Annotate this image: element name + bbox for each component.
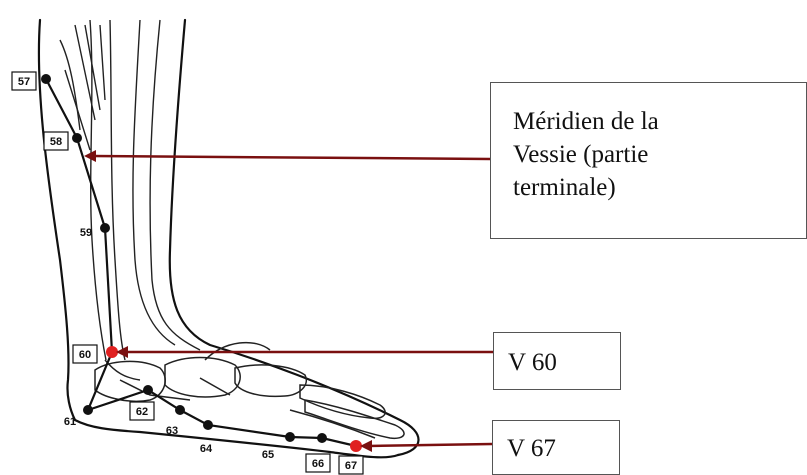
label-62: 62 (136, 406, 148, 418)
callout-bladder-meridian: Méridien de la Vessie (partie terminale) (490, 82, 807, 239)
point-65-dot (285, 432, 295, 442)
callout-v60: V 60 (493, 332, 621, 390)
point-63-dot (175, 405, 185, 415)
label-60: 60 (79, 349, 91, 361)
callout-v67: V 67 (492, 420, 620, 475)
callout-bladder-line-3: terminale) (513, 171, 786, 204)
arrowhead-bladder (84, 150, 96, 162)
acupoints (41, 74, 362, 452)
callout-bladder-line-1: Méridien de la (513, 105, 786, 138)
arrow-v67 (368, 444, 492, 446)
label-66: 66 (312, 458, 324, 470)
arrow-bladder-meridian (92, 156, 490, 159)
tendon-lines (60, 20, 200, 380)
label-59: 59 (80, 227, 92, 239)
point-66-dot (317, 433, 327, 443)
label-58: 58 (50, 136, 62, 148)
label-63: 63 (166, 425, 178, 437)
label-61: 61 (64, 416, 76, 428)
label-64: 64 (200, 443, 213, 455)
point-61-dot (83, 405, 93, 415)
meridian-path (46, 79, 356, 446)
label-67: 67 (345, 460, 357, 472)
point-62-dot (143, 385, 153, 395)
point-59-dot (100, 223, 110, 233)
callout-bladder-line-2: Vessie (partie (513, 138, 786, 171)
arrowhead-v67 (360, 440, 372, 452)
point-64-dot (203, 420, 213, 430)
point-57-dot (41, 74, 51, 84)
label-57: 57 (18, 76, 30, 88)
label-65: 65 (262, 449, 274, 461)
point-58-dot (72, 133, 82, 143)
